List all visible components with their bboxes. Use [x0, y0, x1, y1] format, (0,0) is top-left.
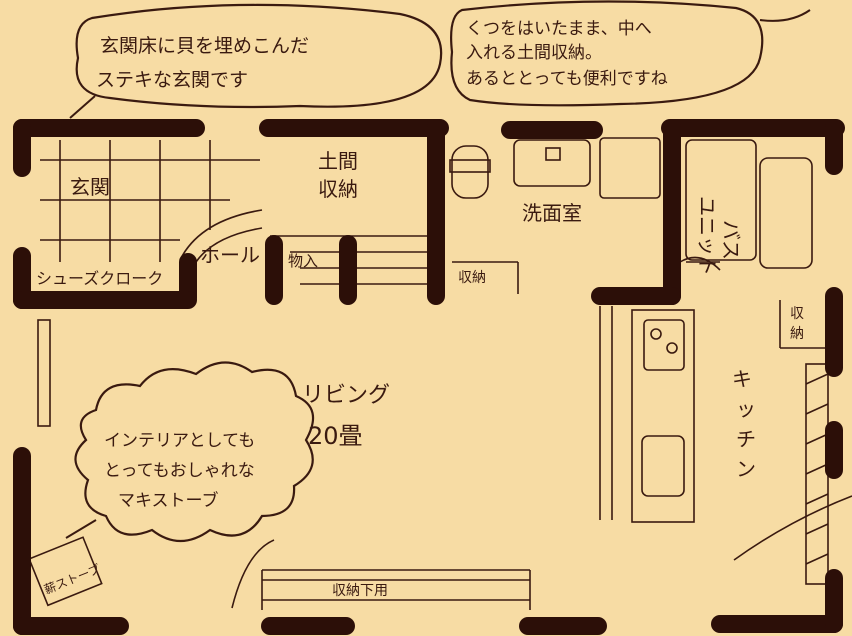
- label-washroom: 洗面室: [522, 201, 582, 225]
- stove-note-line2: とってもおしゃれな: [104, 461, 255, 481]
- label-living: リビング: [302, 383, 390, 408]
- stove-note-cloud: インテリアとしても とってもおしゃれな マキストーブ: [65, 361, 315, 542]
- storage-note-bubble: くつをはいたまま、中へ 入れる土間収納。 あるととっても便利ですね: [450, 0, 811, 107]
- storage-note-line3: あるととっても便利ですね: [466, 69, 668, 89]
- interior-lines: [28, 137, 852, 610]
- label-closet: 物入: [288, 252, 318, 270]
- label-unit-bath-2: バス: [719, 220, 743, 260]
- label-doma-line1: 土間: [318, 149, 358, 173]
- label-stove: 薪ストーブ: [42, 561, 103, 597]
- label-hall: ホール: [200, 243, 260, 267]
- label-unit-bath-1: ユニット: [695, 196, 719, 276]
- label-shoe-cloak: シューズクローク: [36, 269, 163, 288]
- label-wash-storage: 収納: [458, 270, 486, 286]
- storage-note-line1: くつをはいたまま、中へ: [466, 19, 652, 39]
- label-kitchen-2: ッ: [736, 397, 756, 421]
- label-kitchen-3: チ: [736, 427, 756, 451]
- label-kitchen-4: ン: [736, 457, 756, 481]
- entrance-note-bubble: 玄関床に貝を埋めこんだ ステキな玄関です: [69, 3, 443, 119]
- label-kitchen-storage-1: 収: [790, 306, 804, 322]
- stove-note-line3: マキストーブ: [118, 490, 218, 511]
- label-living-size: 20畳: [308, 422, 363, 450]
- walls: [13, 119, 845, 635]
- label-entrance: 玄関: [70, 175, 110, 199]
- entrance-note-line2: ステキな玄関です: [96, 69, 248, 91]
- label-bottom-storage: 収納下用: [332, 583, 388, 599]
- entrance-note-line1: 玄関床に貝を埋めこんだ: [100, 35, 309, 57]
- label-doma-line2: 収納: [318, 177, 358, 201]
- stove-note-line1: インテリアとしても: [104, 431, 255, 451]
- label-kitchen-1: キ: [732, 367, 752, 391]
- label-kitchen-storage-2: 納: [790, 326, 804, 342]
- storage-note-line2: 入れる土間収納。: [466, 43, 602, 63]
